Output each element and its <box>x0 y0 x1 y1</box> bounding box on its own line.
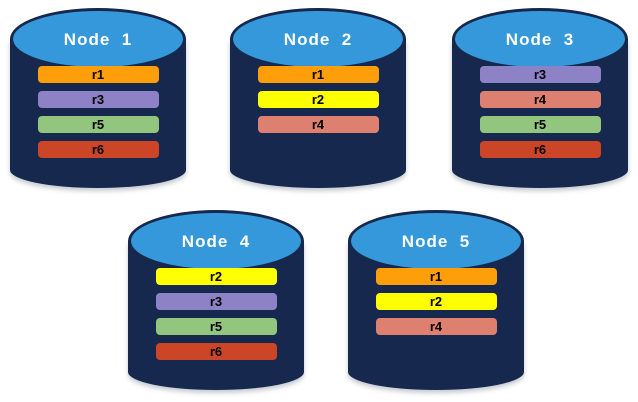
replica-bar-r5[interactable]: r5 <box>155 318 277 335</box>
replica-bar-list: r1 r3 r5 r6 <box>10 66 186 166</box>
replica-bar-list: r2 r3 r5 r6 <box>128 268 304 368</box>
replica-label: r3 <box>91 92 105 107</box>
cylinder-top <box>230 8 406 70</box>
cylinder-top <box>10 8 186 70</box>
replica-bar-r3[interactable]: r3 <box>479 66 601 83</box>
replica-label: r1 <box>91 67 105 82</box>
cylinder-top <box>348 210 524 272</box>
replica-bar-list: r3 r4 r5 r6 <box>452 66 628 166</box>
replica-label: r6 <box>533 142 547 157</box>
replica-bar-list: r1 r2 r4 <box>230 66 406 141</box>
replica-bar-r1[interactable]: r1 <box>37 66 159 83</box>
replica-label: r5 <box>91 117 105 132</box>
replica-bar-r3[interactable]: r3 <box>37 91 159 108</box>
replica-bar-r4[interactable]: r4 <box>375 318 497 335</box>
replica-label: r2 <box>429 294 443 309</box>
replica-bar-r6[interactable]: r6 <box>37 141 159 158</box>
replica-label: r4 <box>429 319 443 334</box>
replica-label: r4 <box>533 92 547 107</box>
replica-label: r3 <box>209 294 223 309</box>
replica-bar-r5[interactable]: r5 <box>479 116 601 133</box>
cylinder-top <box>452 8 628 70</box>
replica-label: r2 <box>209 269 223 284</box>
replica-label: r4 <box>311 117 325 132</box>
replica-bar-r4[interactable]: r4 <box>479 91 601 108</box>
replica-label: r6 <box>91 142 105 157</box>
replica-label: r3 <box>533 67 547 82</box>
replica-label: r5 <box>209 319 223 334</box>
replica-bar-r2[interactable]: r2 <box>375 293 497 310</box>
replica-bar-r1[interactable]: r1 <box>257 66 379 83</box>
replica-bar-r5[interactable]: r5 <box>37 116 159 133</box>
replica-bar-r3[interactable]: r3 <box>155 293 277 310</box>
replica-bar-r2[interactable]: r2 <box>155 268 277 285</box>
replica-bar-r6[interactable]: r6 <box>155 343 277 360</box>
replica-label: r2 <box>311 92 325 107</box>
replica-bar-r1[interactable]: r1 <box>375 268 497 285</box>
replica-label: r5 <box>533 117 547 132</box>
replica-bar-r4[interactable]: r4 <box>257 116 379 133</box>
replica-bar-list: r1 r2 r4 <box>348 268 524 343</box>
replica-bar-r2[interactable]: r2 <box>257 91 379 108</box>
replica-label: r1 <box>429 269 443 284</box>
cylinder-top <box>128 210 304 272</box>
cylinder-body <box>230 39 406 188</box>
replica-label: r6 <box>209 344 223 359</box>
replica-bar-r6[interactable]: r6 <box>479 141 601 158</box>
replica-label: r1 <box>311 67 325 82</box>
